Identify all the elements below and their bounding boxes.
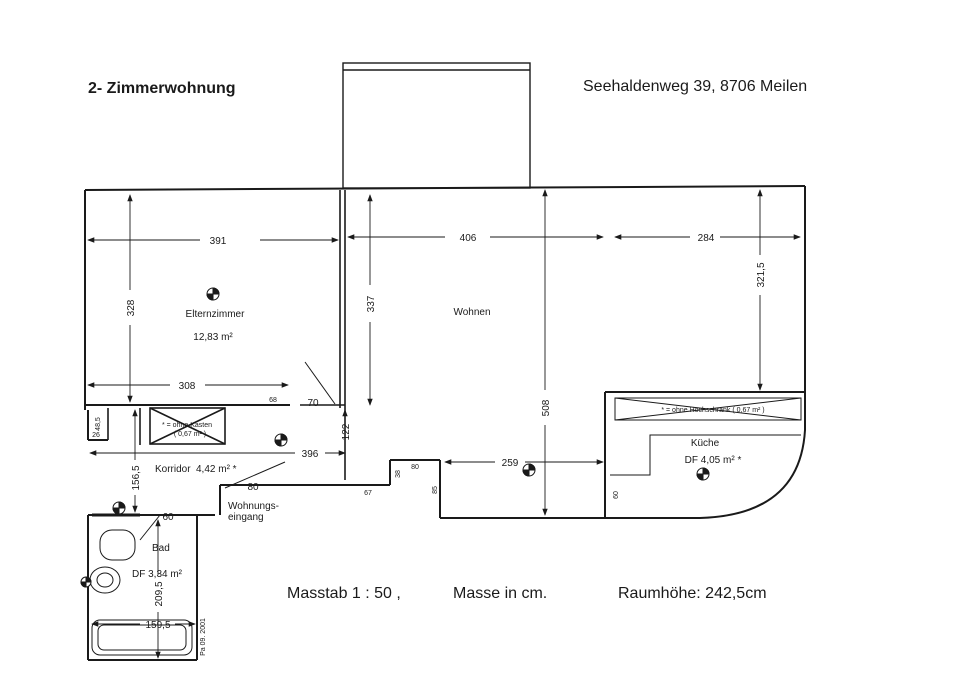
note-kueche: * = ohne Hochschrank ( 0,67 m² ) bbox=[661, 407, 764, 414]
dim-67: 67 bbox=[364, 490, 372, 497]
room-eltern-name: Elternzimmer bbox=[186, 309, 246, 320]
dim-68: 68 bbox=[269, 397, 277, 404]
bathroom-fixtures bbox=[89, 513, 193, 656]
dim-85: 85 bbox=[432, 486, 439, 494]
dim-508: 508 bbox=[541, 399, 552, 416]
note-kasten: * = ohne Kasten bbox=[162, 422, 212, 429]
dim-26: 26 bbox=[92, 432, 100, 439]
dim-159-5: 159,5 bbox=[145, 620, 170, 631]
room-kueche-area: DF 4,05 m² * bbox=[685, 455, 742, 466]
dim-48-5: 48,5 bbox=[95, 417, 102, 431]
outer-walls bbox=[84, 185, 806, 661]
note-kasten-area: ( 0,67 m² ) bbox=[174, 431, 206, 438]
dim-122: 122 bbox=[341, 423, 352, 440]
balcony-outline bbox=[342, 62, 531, 189]
dim-209-5: 209,5 bbox=[154, 581, 165, 606]
eingang-line2: eingang bbox=[228, 512, 264, 523]
dim-337: 337 bbox=[366, 295, 377, 312]
kitchen-counter bbox=[610, 397, 802, 476]
room-wohnen-name: Wohnen bbox=[453, 307, 490, 318]
scale-text: Masstab 1 : 50 , bbox=[287, 585, 401, 602]
room-kueche-name: Küche bbox=[691, 438, 720, 449]
plan-title: 2- Zimmerwohnung bbox=[88, 80, 236, 97]
interior-walls bbox=[107, 190, 346, 480]
room-bad-name: Bad bbox=[152, 543, 170, 554]
room-height-text: Raumhöhe: 242,5cm bbox=[618, 585, 767, 602]
dim-328: 328 bbox=[126, 299, 137, 316]
eingang-line1: Wohnungs- bbox=[228, 501, 279, 512]
dim-406: 406 bbox=[460, 233, 477, 244]
dim-80-door: 80 bbox=[247, 482, 259, 493]
dim-38: 38 bbox=[395, 470, 402, 478]
units-text: Masse in cm. bbox=[453, 585, 548, 602]
dim-80-wall: 80 bbox=[411, 464, 419, 471]
room-bad-area: DF 3,34 m² bbox=[132, 569, 183, 580]
plan-address: Seehaldenweg 39, 8706 Meilen bbox=[583, 78, 808, 95]
dim-396: 396 bbox=[302, 449, 319, 460]
room-korridor-area: 4,42 m² * bbox=[196, 464, 237, 475]
light-icon bbox=[274, 433, 288, 447]
dim-308: 308 bbox=[179, 381, 196, 392]
light-icon bbox=[522, 463, 536, 477]
dim-391: 391 bbox=[210, 236, 227, 247]
light-icon bbox=[206, 287, 220, 301]
light-symbols bbox=[80, 287, 710, 588]
dim-259: 259 bbox=[502, 458, 519, 469]
dimension-lines bbox=[87, 189, 801, 659]
light-icon bbox=[112, 501, 126, 515]
dim-284: 284 bbox=[698, 233, 715, 244]
light-icon bbox=[696, 467, 710, 481]
room-eltern-area: 12,83 m² bbox=[193, 332, 233, 343]
light-icon bbox=[80, 576, 92, 588]
dim-321-5: 321,5 bbox=[756, 262, 767, 287]
room-korridor-name: Korridor bbox=[155, 464, 191, 475]
dim-156-5: 156,5 bbox=[131, 465, 142, 490]
dim-60-bad: 60 bbox=[162, 512, 174, 523]
dim-70: 70 bbox=[307, 398, 319, 409]
dim-60-kitchen: 60 bbox=[613, 491, 620, 499]
date-stamp: Pa 09. 2001 bbox=[200, 618, 207, 656]
